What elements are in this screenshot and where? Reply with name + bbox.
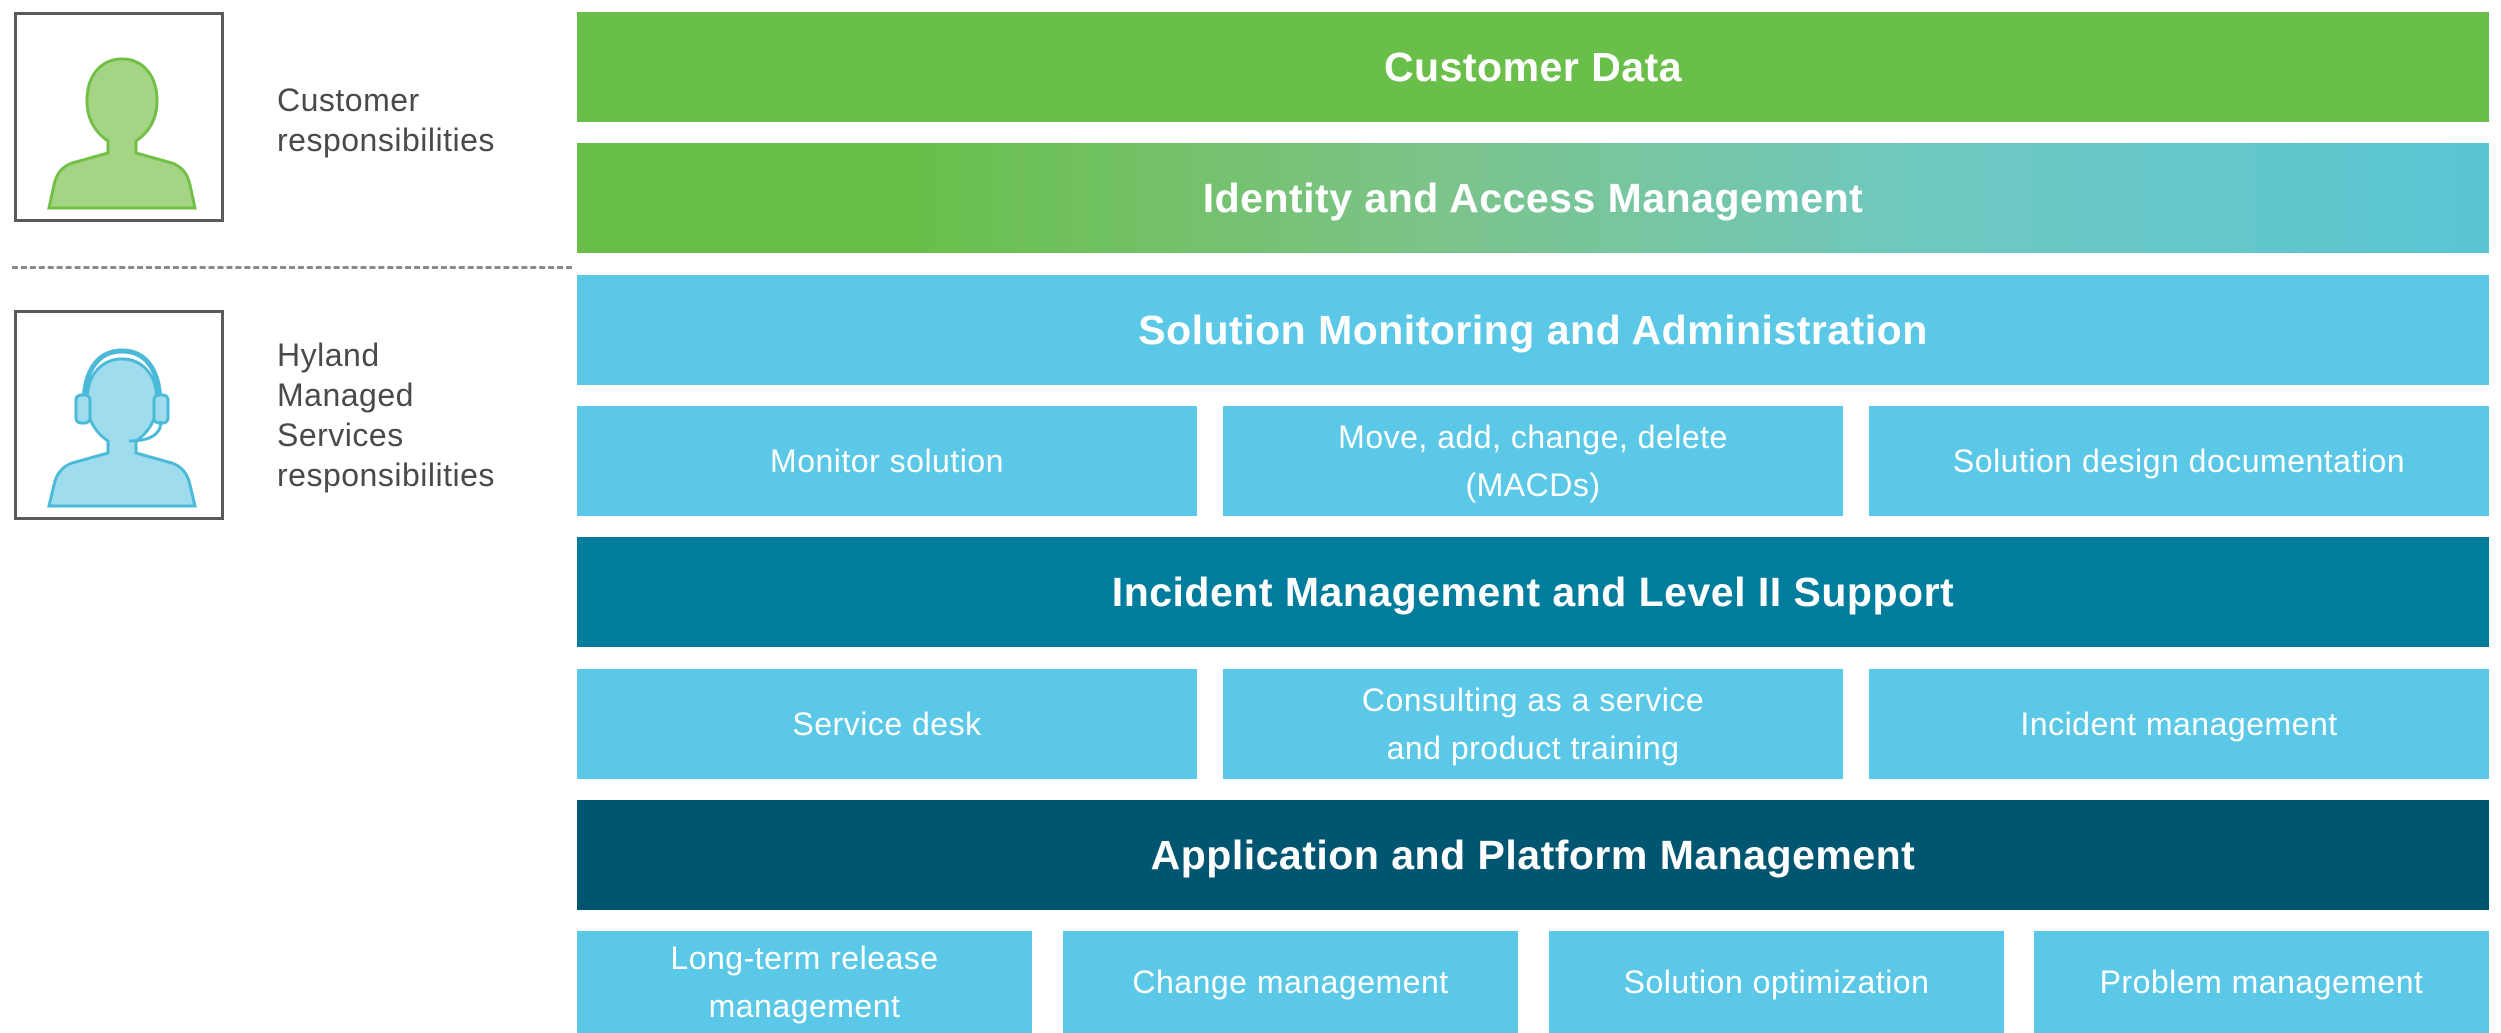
customer-label-line-1: Customer [277,82,420,118]
application-platform-title: Application and Platform Management [1150,831,1916,878]
solution-monitoring-title: Solution Monitoring and Administration [1138,306,1928,353]
monitor-solution-label: Monitor solution [770,443,1004,479]
solution-design-documentation-cell: Solution design documentation [1869,406,2489,516]
customer-responsibilities-label: Customer responsibilities [277,80,495,160]
service-desk-cell: Service desk [577,669,1197,779]
customer-label-line-2: responsibilities [277,122,495,158]
consulting-training-cell: Consulting as a service and product trai… [1223,669,1843,779]
hyland-label-line-2: Managed [277,377,414,413]
solution-monitoring-band: Solution Monitoring and Administration [577,275,2489,385]
hyland-label-line-1: Hyland [277,337,380,373]
monitor-solution-cell: Monitor solution [577,406,1197,516]
solution-design-documentation-label: Solution design documentation [1952,443,2406,479]
consulting-training-label: Consulting as a service and product trai… [1361,682,1705,766]
change-management-cell: Change management [1063,931,1518,1033]
long-term-release-cell: Long-term release management [577,931,1032,1033]
incident-management-cell: Incident management [1869,669,2489,779]
long-term-release-label: Long-term release management [670,940,939,1024]
application-platform-band: Application and Platform Management [577,800,2489,910]
macds-cell: Move, add, change, delete (MACDs) [1223,406,1843,516]
identity-access-band: Identity and Access Management [577,143,2489,253]
incident-management-label: Incident management [2020,706,2338,742]
problem-management-cell: Problem management [2034,931,2489,1033]
support-agent-headset-icon [47,348,197,508]
service-desk-label: Service desk [792,706,982,742]
hyland-legend-box [14,310,224,520]
change-management-label: Change management [1132,964,1449,1000]
customer-person-icon [47,57,197,210]
problem-management-label: Problem management [2099,964,2424,1000]
hyland-label-line-4: responsibilities [277,457,495,493]
hyland-label-line-3: Services [277,417,404,453]
macds-label: Move, add, change, delete (MACDs) [1338,419,1728,503]
hyland-responsibilities-label: Hyland Managed Services responsibilities [277,335,495,495]
solution-optimization-cell: Solution optimization [1549,931,2004,1033]
customer-data-band: Customer Data [577,12,2489,122]
customer-data-title: Customer Data [1383,43,1683,90]
incident-management-title: Incident Management and Level II Support [1111,568,1955,615]
identity-access-title: Identity and Access Management [1202,174,1864,221]
incident-management-band: Incident Management and Level II Support [577,537,2489,647]
responsibility-divider [12,266,572,269]
solution-optimization-label: Solution optimization [1623,964,1930,1000]
customer-legend-box [14,12,224,222]
